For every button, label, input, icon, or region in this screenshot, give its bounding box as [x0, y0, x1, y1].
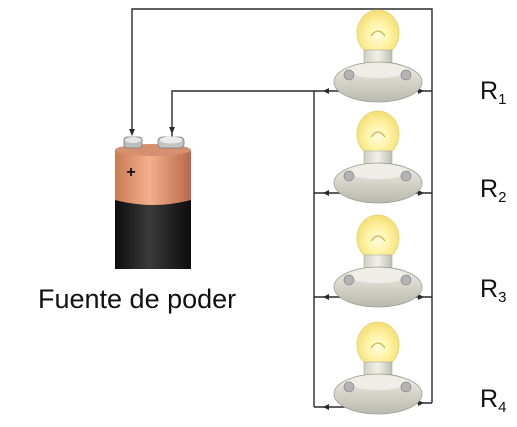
bulb-1	[333, 9, 423, 103]
resistor-letter: R	[480, 77, 499, 105]
resistor-index: 2	[498, 189, 507, 206]
resistor-label-2: R2	[480, 175, 507, 206]
resistor-letter: R	[480, 385, 499, 413]
resistor-letter: R	[480, 275, 499, 303]
battery-terminal-left	[123, 136, 143, 149]
resistor-label-1: R1	[480, 77, 507, 108]
resistor-label-3: R3	[480, 275, 507, 306]
battery: +	[115, 136, 191, 269]
resistor-index: 4	[498, 399, 507, 416]
battery-terminal-right	[157, 136, 185, 149]
resistor-index: 3	[498, 289, 507, 306]
bulb-4	[333, 321, 423, 415]
wire-top-loop	[131, 8, 433, 403]
resistor-index: 1	[498, 91, 507, 108]
bulb-2	[333, 110, 423, 204]
power-source-label: Fuente de poder	[38, 284, 237, 314]
battery-plus-sign: +	[126, 164, 135, 181]
wire-inner	[171, 90, 315, 407]
resistor-letter: R	[480, 175, 499, 203]
resistor-label-4: R4	[480, 385, 507, 416]
battery-body-copper	[115, 150, 191, 205]
arrowheads	[129, 88, 424, 410]
bulb-3	[333, 214, 423, 308]
battery-body-black	[115, 193, 191, 269]
wires	[131, 8, 433, 408]
